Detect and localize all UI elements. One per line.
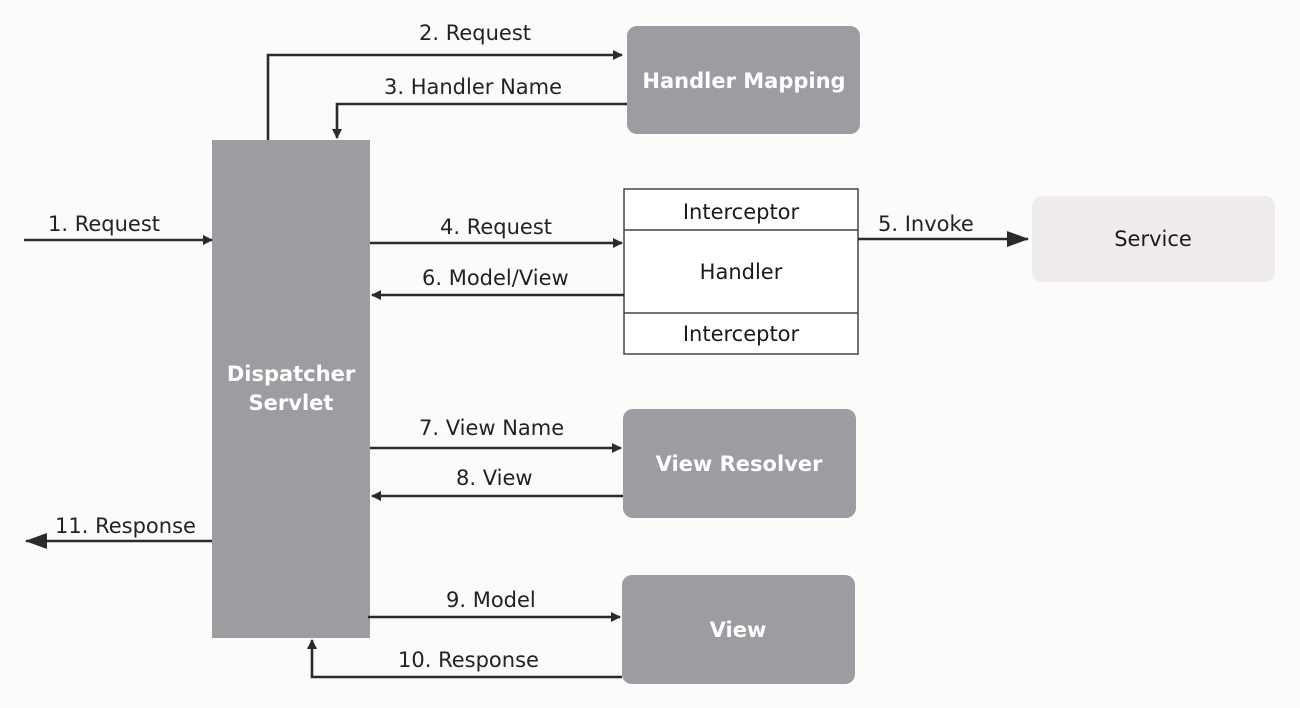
- arrow-3-handler-name: 3. Handler Name: [332, 75, 627, 139]
- arrow-8-label: 8. View: [456, 466, 533, 490]
- arrow-10-response: 10. Response: [307, 639, 622, 679]
- arrow-6-model-view: 6. Model/View: [371, 266, 624, 300]
- handler-mapping-label: Handler Mapping: [642, 69, 845, 93]
- arrow-1-label: 1. Request: [48, 212, 160, 236]
- arrow-2-label: 2. Request: [419, 21, 531, 45]
- handler-label: Handler: [700, 260, 783, 284]
- arrow-5-label: 5. Invoke: [878, 212, 974, 236]
- handler-mapping: Handler Mapping: [627, 26, 860, 134]
- dispatcher-servlet: Dispatcher Servlet: [212, 140, 370, 638]
- interceptor-top-label: Interceptor: [683, 200, 800, 224]
- arrow-2-request: 2. Request: [266, 21, 623, 140]
- arrow-11-label: 11. Response: [55, 514, 196, 538]
- service-label: Service: [1114, 227, 1192, 251]
- handler-stack: Interceptor Handler Interceptor: [623, 188, 859, 355]
- service: Service: [1032, 196, 1275, 282]
- view: View: [622, 575, 855, 684]
- arrow-6-label: 6. Model/View: [422, 266, 569, 290]
- view-resolver-label: View Resolver: [656, 452, 824, 476]
- arrow-8-view: 8. View: [371, 466, 623, 501]
- arrow-9-label: 9. Model: [446, 588, 536, 612]
- arrow-5-invoke: 5. Invoke: [858, 212, 1029, 247]
- arrow-10-label: 10. Response: [398, 648, 539, 672]
- dispatcher-servlet-label-line2: Servlet: [249, 391, 334, 415]
- arrow-11-response: 11. Response: [25, 514, 212, 549]
- arrow-3-label: 3. Handler Name: [384, 75, 562, 99]
- arrow-4-request: 4. Request: [370, 215, 623, 248]
- arrow-1-request: 1. Request: [24, 212, 213, 245]
- arrow-7-label: 7. View Name: [419, 416, 564, 440]
- arrow-4-label: 4. Request: [440, 215, 552, 239]
- dispatcher-servlet-label-line1: Dispatcher: [227, 362, 356, 386]
- arrow-7-view-name: 7. View Name: [370, 416, 622, 453]
- view-label: View: [710, 618, 767, 642]
- view-resolver: View Resolver: [623, 409, 856, 518]
- interceptor-bottom-label: Interceptor: [683, 322, 800, 346]
- arrow-9-model: 9. Model: [368, 588, 621, 622]
